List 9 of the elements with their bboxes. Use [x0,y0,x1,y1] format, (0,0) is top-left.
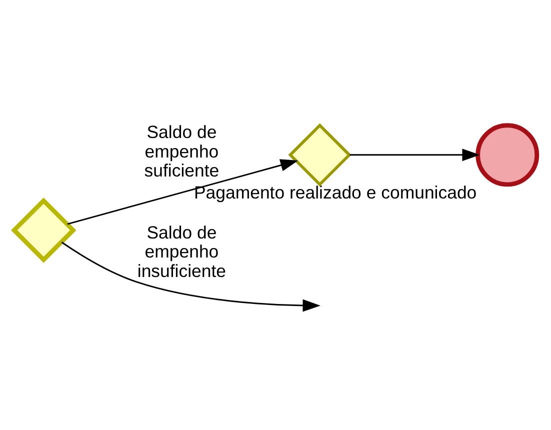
arrow [67,159,298,225]
node-diamond [288,123,352,187]
arrow [61,242,320,312]
node-label: Pagamento realizado e comunicado [194,182,477,203]
arrow [350,148,480,162]
node-diamond [10,198,76,263]
node-circle [476,123,540,187]
edge-label: Saldo de empenho suficiente [144,122,220,180]
edge-label: Saldo de empenho insuficiente [137,222,226,281]
